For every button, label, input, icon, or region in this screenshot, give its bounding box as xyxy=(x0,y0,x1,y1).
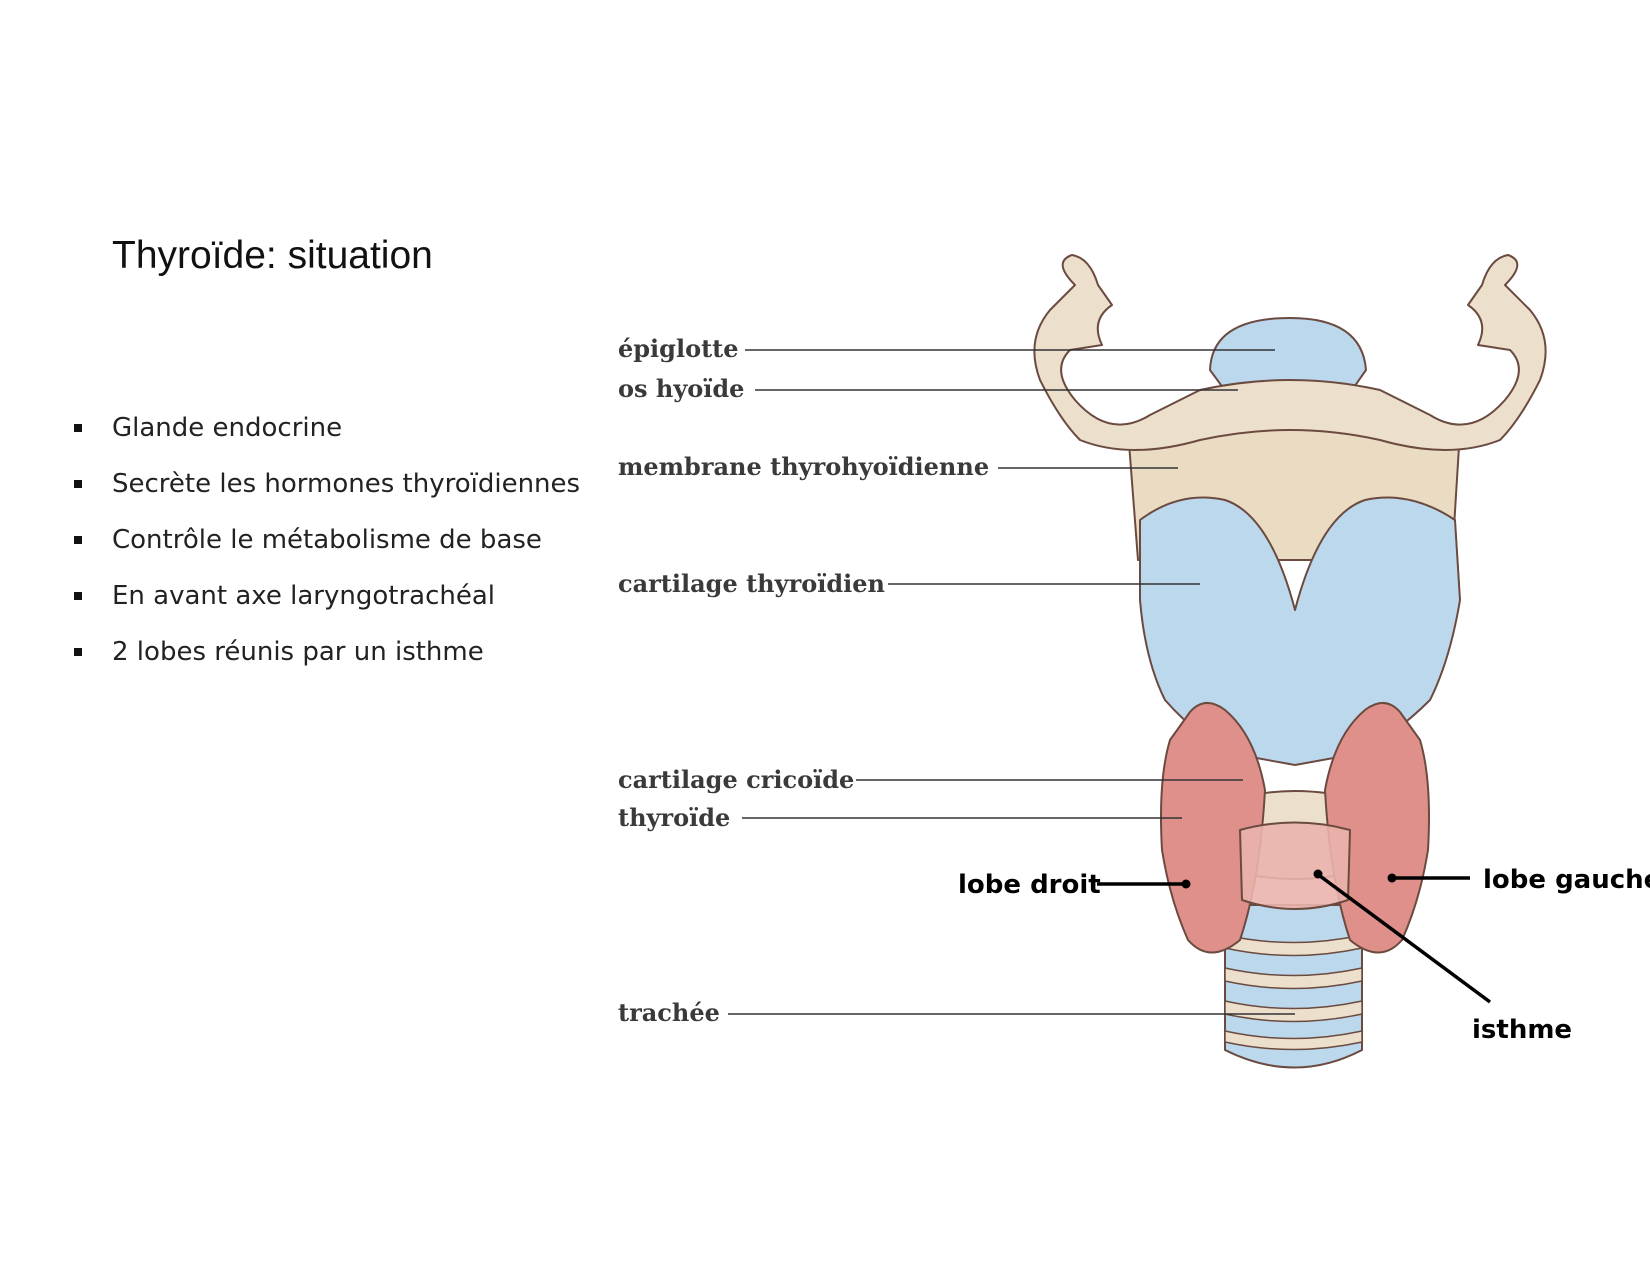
bullet-item: En avant axe laryngotrachéal xyxy=(72,578,580,634)
label-epiglotte: épiglotte xyxy=(618,334,739,363)
label-thyroide: thyroïde xyxy=(618,803,730,832)
pointer-dot xyxy=(1387,873,1397,883)
annotation-lobe-gauche: lobe gauche xyxy=(1483,865,1650,895)
bullet-text: 2 lobes réunis par un isthme xyxy=(112,637,484,667)
bullet-item: Contrôle le métabolisme de base xyxy=(72,522,580,578)
anatomy-illustration xyxy=(1033,254,1547,1069)
pointer-dot xyxy=(1313,869,1323,879)
bullet-text: En avant axe laryngotrachéal xyxy=(112,581,496,611)
annotation-lobe-droit: lobe droit xyxy=(958,870,1101,900)
leader-lines xyxy=(728,349,1295,1015)
annotation-pointers xyxy=(1097,869,1492,1004)
bullet-text: Secrète les hormones thyroïdiennes xyxy=(112,469,581,499)
bullet-text: Glande endocrine xyxy=(112,413,343,443)
thyroid-right-lobe-shape xyxy=(1160,702,1266,954)
label-trachee: trachée xyxy=(618,998,720,1027)
hyoid-bone-shape xyxy=(1033,254,1547,451)
pointer-dot xyxy=(1181,879,1191,889)
bullet-item: Secrète les hormones thyroïdiennes xyxy=(72,466,580,522)
isthme-pointer xyxy=(1318,874,1492,1004)
square-bullet-icon xyxy=(74,424,82,432)
label-os-hyoide: os hyoïde xyxy=(618,374,744,403)
square-bullet-icon xyxy=(74,480,82,488)
label-cartilage-thyroidien: cartilage thyroïdien xyxy=(618,569,885,598)
bullet-list: Glande endocrine Secrète les hormones th… xyxy=(72,410,580,690)
label-cartilage-cricoide: cartilage cricoïde xyxy=(618,765,854,794)
square-bullet-icon xyxy=(74,648,82,656)
epiglottis-shape xyxy=(1209,317,1367,401)
bullet-text: Contrôle le métabolisme de base xyxy=(112,525,542,555)
trachea-shape xyxy=(1224,904,1363,1069)
annotation-isthme: isthme xyxy=(1472,1015,1572,1045)
slide-title: Thyroïde: situation xyxy=(112,234,433,277)
label-membrane: membrane thyrohyoïdienne xyxy=(618,452,989,481)
bullet-item: Glande endocrine xyxy=(72,410,580,466)
bullet-item: 2 lobes réunis par un isthme xyxy=(72,634,580,690)
thyroid-isthmus-shape xyxy=(1239,821,1351,910)
thyroid-left-lobe-shape xyxy=(1324,702,1430,954)
square-bullet-icon xyxy=(74,536,82,544)
square-bullet-icon xyxy=(74,592,82,600)
